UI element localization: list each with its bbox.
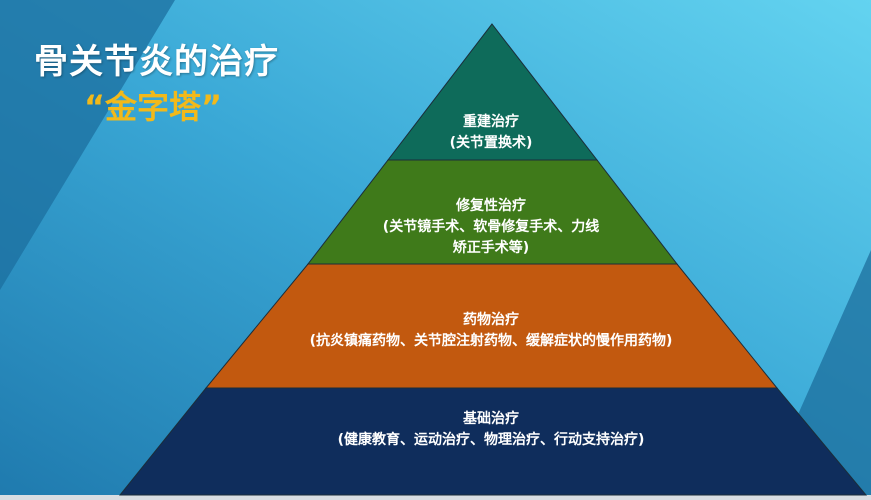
tier-reconstruction-label: 重建治疗 (关节置换术) [450, 112, 533, 154]
tier-detail: (抗炎镇痛药物、关节腔注射药物、缓解症状的慢作用药物) [309, 333, 673, 349]
tier-detail: (健康教育、运动治疗、物理治疗、行动支持治疗) [337, 432, 645, 448]
tier-name: 基础治疗 [462, 411, 519, 427]
tier-detail-continued: 矫正手术等) [452, 240, 530, 256]
tier-detail: (关节镜手术、软骨修复手术、力线 [382, 219, 600, 235]
tier-detail: (关节置换术) [449, 135, 533, 151]
tier-name: 药物治疗 [462, 312, 519, 328]
corner-shape-top-left [0, 0, 175, 290]
tier-medication-label: 药物治疗 (抗炎镇痛药物、关节腔注射药物、缓解症状的慢作用药物) [310, 310, 673, 352]
slide-subtitle: “金字塔” [84, 88, 223, 126]
slide-title: 骨关节炎的治疗 [34, 42, 279, 82]
tier-repair-label: 修复性治疗 (关节镜手术、软骨修复手术、力线 矫正手术等) [383, 196, 599, 259]
tier-basic [118, 387, 868, 496]
tier-name: 修复性治疗 [456, 198, 526, 214]
tier-name: 重建治疗 [462, 114, 519, 130]
tier-basic-label: 基础治疗 (健康教育、运动治疗、物理治疗、行动支持治疗) [338, 409, 645, 451]
